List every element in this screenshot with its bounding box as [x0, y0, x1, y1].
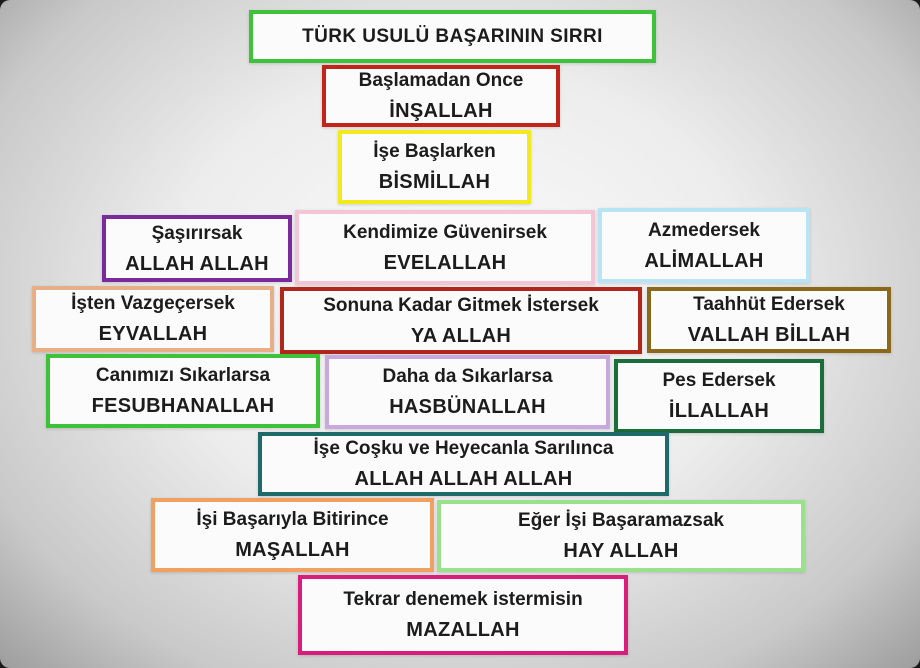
box-tekrar: Tekrar denemek istermisin MAZALLAH — [298, 575, 628, 655]
box-tekrar-phrase: MAZALLAH — [406, 619, 520, 641]
box-canimizi-phrase: FESUBHANALLAH — [91, 395, 275, 417]
box-sonuna-kadar: Sonuna Kadar Gitmek İstersek YA ALLAH — [280, 287, 642, 354]
box-isi-basariyla-condition: İşi Başarıyla Bitirince — [196, 509, 389, 530]
box-azmedersek-condition: Azmedersek — [648, 219, 760, 241]
title-text: TÜRK USULÜ BAŞARININ SIRRI — [302, 25, 603, 47]
box-kendimize-condition: Kendimize Güvenirsek — [343, 221, 547, 243]
box-isten-vazgecersek-condition: İşten Vazgeçersek — [71, 293, 235, 314]
box-ise-cosku-phrase: ALLAH ALLAH ALLAH — [354, 468, 573, 490]
box-taahhut-condition: Taahhüt Edersek — [693, 294, 845, 315]
box-baslamadan-condition: Başlamadan Once — [358, 70, 524, 91]
box-sonuna-kadar-condition: Sonuna Kadar Gitmek İstersek — [323, 294, 599, 316]
box-azmedersek-phrase: ALİMALLAH — [644, 249, 764, 272]
box-isten-vazgecersek-phrase: EYVALLAH — [98, 323, 208, 345]
box-eger-isi-phrase: HAY ALLAH — [563, 540, 679, 562]
box-eger-isi-condition: Eğer İşi Başaramazsak — [518, 510, 724, 531]
box-daha-da-phrase: HASBÜNALLAH — [389, 396, 546, 418]
box-ise-baslarken-phrase: BİSMİLLAH — [378, 171, 491, 193]
box-daha-da-condition: Daha da Sıkarlarsa — [382, 366, 553, 387]
box-kendimize-phrase: EVELALLAH — [383, 251, 507, 274]
title-box: TÜRK USULÜ BAŞARININ SIRRI — [249, 10, 656, 63]
box-ise-baslarken-condition: İşe Başlarken — [373, 141, 496, 162]
box-baslamadan-phrase: İNŞALLAH — [389, 100, 493, 122]
box-pes-edersek-condition: Pes Edersek — [662, 370, 776, 391]
box-taahhut: Taahhüt Edersek VALLAH BİLLAH — [647, 287, 891, 353]
box-canimizi-condition: Canımızı Sıkarlarsa — [95, 365, 271, 386]
box-eger-isi: Eğer İşi Başaramazsak HAY ALLAH — [437, 500, 805, 572]
box-ise-cosku: İşe Coşku ve Heyecanla Sarılınca ALLAH A… — [258, 432, 669, 496]
box-sasirirsak-condition: Şaşırırsak — [151, 222, 243, 244]
box-sasirirsak: Şaşırırsak ALLAH ALLAH — [102, 215, 292, 282]
box-azmedersek: Azmedersek ALİMALLAH — [598, 208, 810, 283]
box-sasirirsak-phrase: ALLAH ALLAH — [125, 252, 269, 275]
box-taahhut-phrase: VALLAH BİLLAH — [687, 324, 851, 346]
box-ise-cosku-condition: İşe Coşku ve Heyecanla Sarılınca — [313, 438, 614, 459]
box-pes-edersek: Pes Edersek İLLALLAH — [614, 359, 824, 433]
box-tekrar-condition: Tekrar denemek istermisin — [343, 589, 583, 610]
box-kendimize: Kendimize Güvenirsek EVELALLAH — [295, 210, 595, 285]
box-isi-basariyla: İşi Başarıyla Bitirince MAŞALLAH — [151, 498, 434, 572]
box-canimizi: Canımızı Sıkarlarsa FESUBHANALLAH — [46, 354, 320, 428]
box-isi-basariyla-phrase: MAŞALLAH — [235, 539, 350, 561]
box-daha-da: Daha da Sıkarlarsa HASBÜNALLAH — [325, 355, 610, 429]
box-ise-baslarken: İşe Başlarken BİSMİLLAH — [338, 130, 531, 204]
box-baslamadan: Başlamadan Once İNŞALLAH — [322, 65, 560, 127]
box-isten-vazgecersek: İşten Vazgeçersek EYVALLAH — [32, 286, 274, 352]
box-pes-edersek-phrase: İLLALLAH — [668, 400, 770, 422]
box-sonuna-kadar-phrase: YA ALLAH — [410, 324, 512, 347]
